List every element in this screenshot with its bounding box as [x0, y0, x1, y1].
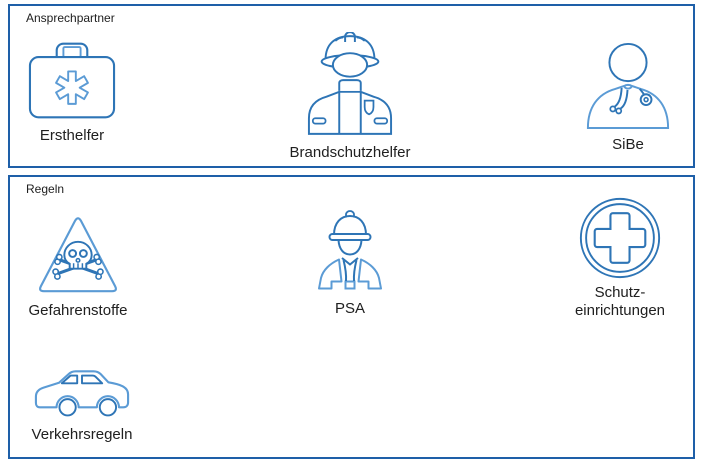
item-label-verkehrsregeln: Verkehrsregeln [31, 426, 133, 443]
section-regeln: Regeln [8, 175, 695, 459]
protective-cross-icon [579, 197, 661, 279]
item-gefahrenstoffe: Gefahrenstoffe [0, 212, 156, 320]
section-title-regeln: Regeln [26, 182, 65, 196]
item-ersthelfer: Ersthelfer [16, 37, 128, 145]
item-label-ersthelfer: Ersthelfer [39, 127, 105, 144]
item-label-sibe: SiBe [612, 136, 644, 153]
item-sibe: SiBe [556, 40, 700, 154]
hazard-skull-triangle-icon [39, 217, 117, 293]
item-schutzeinrichtungen: Schutz- einrichtungen [538, 196, 701, 320]
item-label-gefahrenstoffe: Gefahrenstoffe [28, 302, 128, 319]
first-aid-kit-icon [28, 42, 116, 119]
item-verkehrsregeln: Verkehrsregeln [0, 362, 164, 444]
item-label-psa: PSA [334, 300, 365, 317]
item-brandschutzhelfer: Brandschutzhelfer [258, 32, 442, 162]
car-icon [34, 370, 130, 417]
construction-worker-icon [318, 210, 382, 290]
item-psa: PSA [272, 208, 428, 318]
doctor-icon [586, 42, 670, 129]
item-label-brandschutzhelfer: Brandschutzhelfer [289, 144, 411, 161]
item-label-schutzeinrichtungen: Schutz- einrichtungen [574, 284, 666, 319]
section-title-ansprechpartner: Ansprechpartner [26, 11, 115, 25]
firefighter-icon [307, 32, 393, 135]
